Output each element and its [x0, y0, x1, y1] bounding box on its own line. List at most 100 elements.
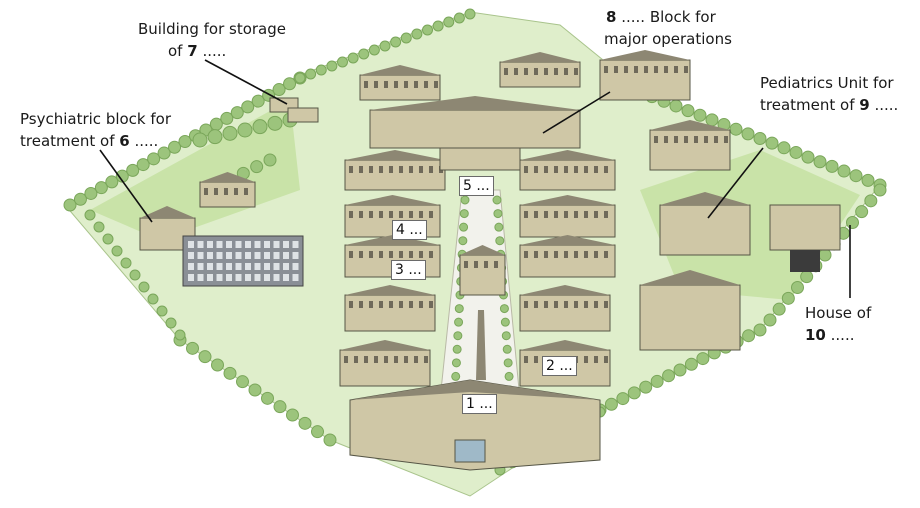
tree: [628, 387, 640, 399]
tree: [112, 246, 122, 256]
box-5: 5 ...: [459, 176, 494, 196]
label-storage-dots: .....: [198, 42, 227, 60]
label-operations-line1: ..... Block for: [616, 8, 715, 26]
tree: [391, 37, 401, 47]
tree: [348, 53, 358, 63]
tree: [773, 303, 785, 315]
tree: [295, 73, 305, 83]
label-house-dots: .....: [826, 326, 855, 344]
label-pediatrics: Pediatrics Unit for treatment of 9 .....: [760, 72, 898, 116]
tree: [224, 367, 236, 379]
tree: [494, 210, 502, 218]
tree: [157, 306, 167, 316]
tree: [862, 174, 874, 186]
box-2: 2 ...: [542, 356, 577, 376]
label-operations: 8 ..... Block for major operations: [604, 6, 732, 50]
label-pediatrics-dots: .....: [870, 96, 899, 114]
tree: [778, 142, 790, 154]
label-psychiatric-line1: Psychiatric block for: [20, 108, 171, 130]
tree: [670, 100, 682, 112]
tree: [617, 393, 629, 405]
tree: [461, 196, 469, 204]
tree: [299, 417, 311, 429]
box-1: 1 ...: [462, 394, 497, 414]
box-3: 3 ...: [391, 260, 426, 280]
tree: [199, 351, 211, 363]
tree: [453, 345, 461, 353]
tree: [369, 45, 379, 55]
tree: [764, 314, 776, 326]
tree: [495, 223, 503, 231]
tree: [682, 105, 694, 117]
tree: [455, 305, 463, 313]
tree: [802, 151, 814, 163]
label-storage-prefix: of: [168, 42, 187, 60]
tree: [706, 114, 718, 126]
tree: [249, 384, 261, 396]
label-storage: Building for storage of 7 .....: [138, 18, 286, 62]
tree: [433, 21, 443, 31]
tree: [663, 370, 675, 382]
tree: [865, 195, 877, 207]
tree: [754, 133, 766, 145]
tree: [766, 137, 778, 149]
tree: [327, 61, 337, 71]
tree: [452, 372, 460, 380]
label-house: House of 10 .....: [805, 302, 871, 346]
tree: [742, 128, 754, 140]
tree: [359, 49, 369, 59]
tree: [212, 359, 224, 371]
tree: [187, 342, 199, 354]
label-pediatrics-number: 9: [859, 96, 869, 114]
tree: [380, 41, 390, 51]
tree: [455, 318, 463, 326]
tree: [460, 210, 468, 218]
tree: [324, 434, 336, 446]
tree: [262, 392, 274, 404]
tree: [505, 372, 513, 380]
tree: [743, 330, 755, 342]
tree: [651, 375, 663, 387]
tree: [819, 249, 831, 261]
tree: [223, 126, 237, 140]
tree: [454, 13, 464, 23]
tree: [412, 29, 422, 39]
label-psychiatric-number: 6: [119, 132, 129, 150]
label-house-line1: House of: [805, 302, 871, 324]
tree: [306, 69, 316, 79]
tree: [465, 9, 475, 19]
tree: [782, 292, 794, 304]
tree: [208, 130, 222, 144]
tree: [264, 154, 276, 166]
ward-block: [600, 50, 690, 100]
tree: [504, 359, 512, 367]
label-storage-line1: Building for storage: [138, 18, 286, 40]
tree: [874, 184, 886, 196]
tree: [452, 359, 460, 367]
pediatrics-unit: [660, 192, 750, 255]
tree: [85, 210, 95, 220]
label-pediatrics-line1: Pediatrics Unit for: [760, 72, 898, 94]
tree: [401, 33, 411, 43]
tree: [460, 223, 468, 231]
label-psychiatric: Psychiatric block for treatment of 6 ...…: [20, 108, 171, 152]
tree: [501, 318, 509, 326]
tree: [674, 364, 686, 376]
leader-line-7: [205, 60, 287, 104]
label-operations-line2: major operations: [604, 28, 732, 50]
tree: [454, 332, 462, 340]
tree: [754, 324, 766, 336]
tree: [444, 17, 454, 27]
ward-block: [650, 120, 730, 170]
tree: [801, 271, 813, 283]
tree: [166, 318, 176, 328]
ward-block: [460, 245, 505, 295]
tree: [423, 25, 433, 35]
tree: [502, 332, 510, 340]
label-psychiatric-prefix: treatment of: [20, 132, 119, 150]
tree: [130, 270, 140, 280]
tree: [237, 376, 249, 388]
tree: [493, 196, 501, 204]
tree: [503, 345, 511, 353]
